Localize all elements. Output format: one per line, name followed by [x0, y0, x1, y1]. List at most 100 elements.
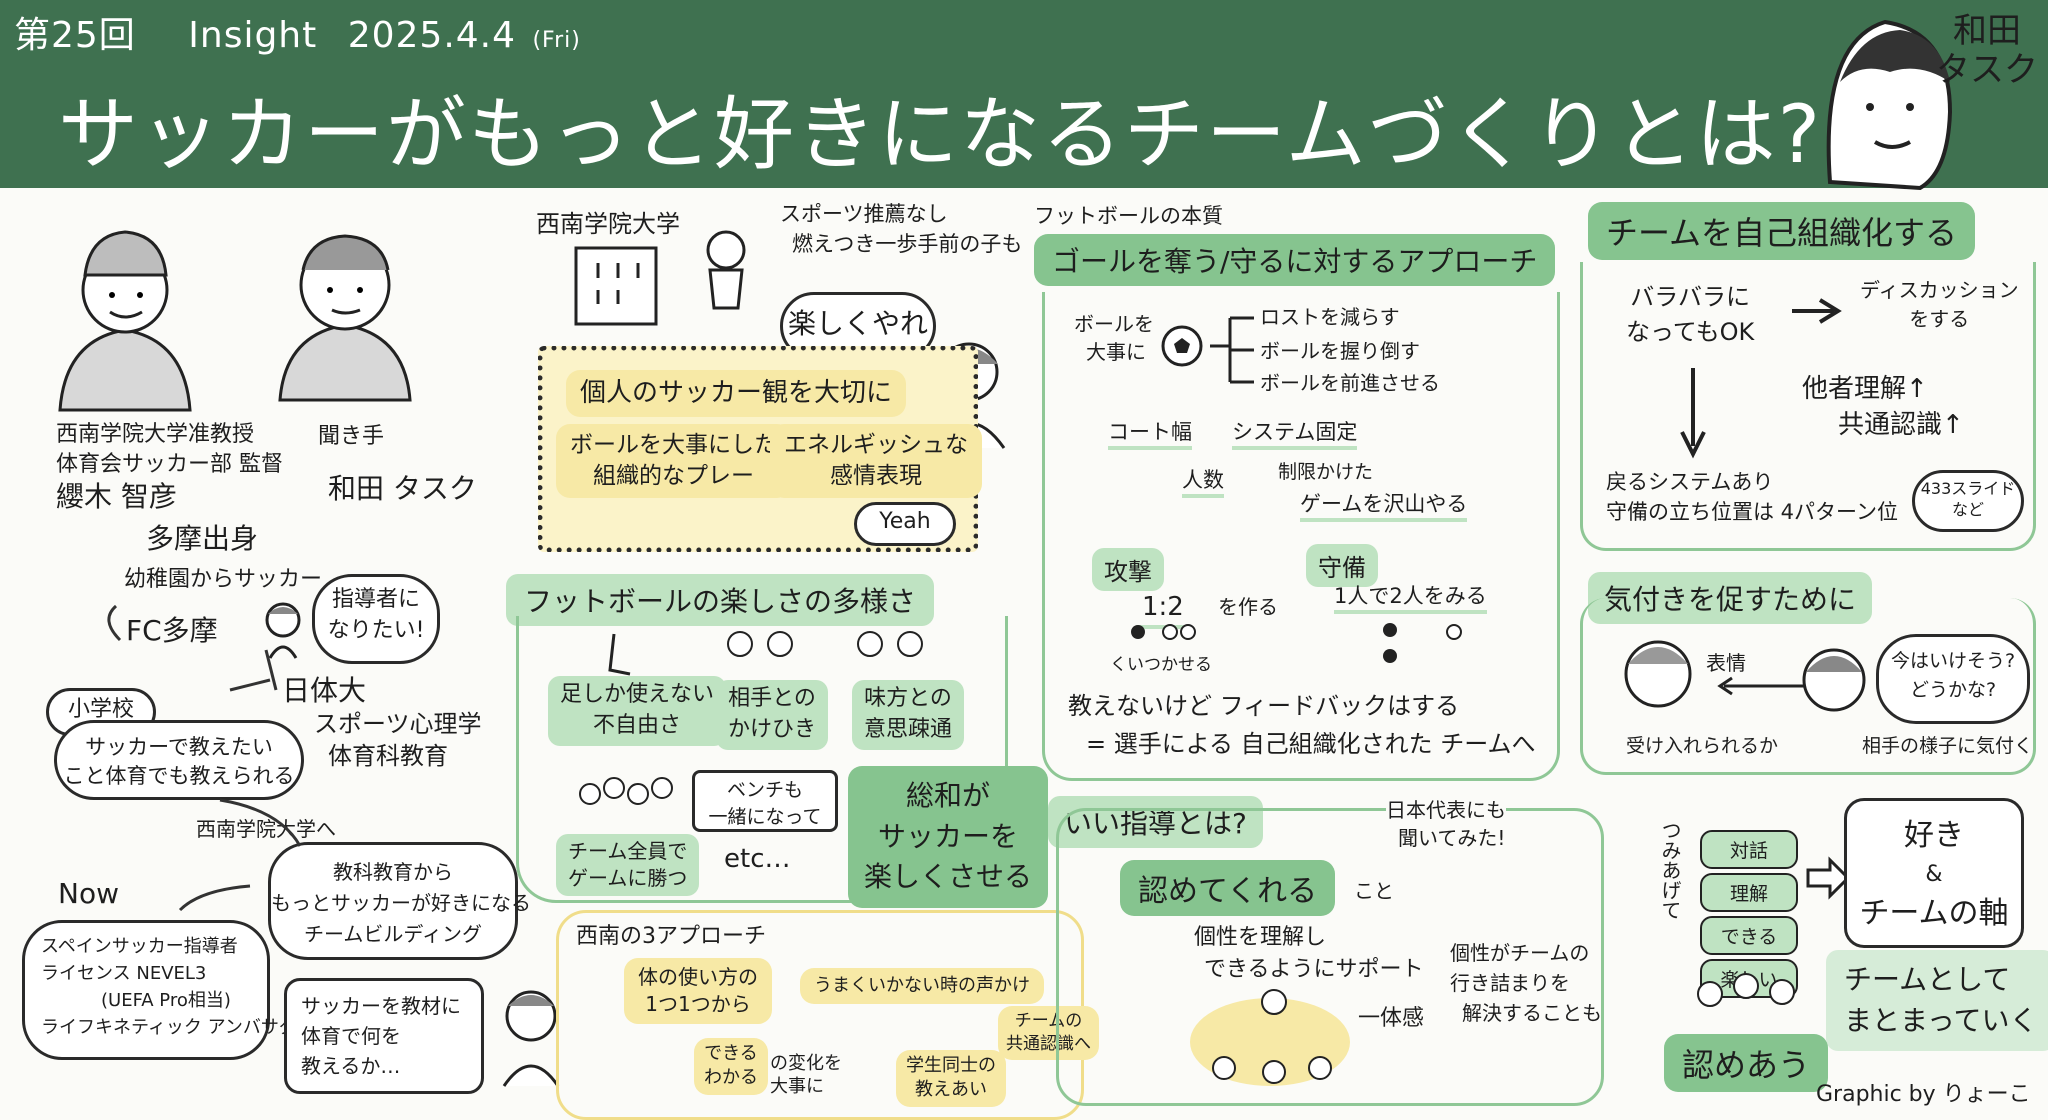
bio-now-label: Now	[58, 877, 119, 910]
student-figure	[706, 230, 746, 310]
result-like-box: 好き & チームの軸	[1844, 798, 2024, 948]
speaker2-role: 聞き手	[318, 424, 385, 449]
awareness-title: 気付きを促すために	[1588, 572, 1873, 624]
speaker1-role: 体育会サッカー部 監督	[56, 452, 283, 477]
bubble-coach: 指導者になりたい!	[312, 574, 440, 664]
bio-kid-figure	[265, 602, 301, 659]
approach-a2: うまくいかない時の声かけ	[800, 968, 1044, 1005]
essence-defense-ratio: 1人で2人をみる	[1334, 582, 1487, 615]
speaker1-portrait	[58, 230, 192, 412]
diversity-summary: 総和が サッカーを 楽しくさせる	[848, 766, 1049, 908]
speaker2-portrait	[278, 234, 412, 402]
essence-title: ゴールを奪う/守るに対するアプローチ	[1034, 234, 1556, 286]
self-org-frame	[1580, 262, 2036, 551]
self-org-scatter: バラバラに なってもOK	[1626, 283, 1755, 346]
bio-fc: FC多摩	[126, 614, 218, 647]
author-portrait	[1826, 19, 1953, 191]
recommend-line1: スポーツ推薦なし	[780, 202, 948, 226]
soccer-ball-icon	[1161, 325, 1203, 367]
essence-limit: 制限かけた	[1278, 461, 1374, 483]
branch-advance: ボールを前進させる	[1260, 371, 1440, 395]
diversity-item1: 足しか使えない 不自由さ	[548, 676, 727, 746]
result-stack-item: 理解	[1700, 873, 1798, 912]
arrow-right-icon	[1792, 298, 1842, 324]
essence-attack-suffix: を作る	[1218, 595, 1278, 619]
slide-bubble: 433スライド など	[1912, 470, 2024, 532]
yeah-bubble: Yeah	[854, 502, 956, 546]
coaching-frame	[1056, 808, 1604, 1106]
essence-court: コート幅	[1108, 418, 1192, 451]
speaker1-name: 纓木 智彦	[56, 480, 177, 513]
arrow-down-icon	[1680, 368, 1706, 459]
recommend-line2: 燃えつき一歩手前の子も	[792, 232, 1023, 256]
bio-teach-bubble: サッカーで教えたい こと体育でも教えられる	[54, 720, 304, 800]
diversity-item2: 相手との かけひき	[716, 680, 829, 750]
bio-sports-psych: スポーツ心理学	[314, 710, 482, 738]
approach-a1: 体の使い方の 1つ1つから	[624, 958, 772, 1024]
bio-origin: 多摩出身	[146, 522, 259, 555]
bio-to-seinan: 西南学院大学へ	[196, 817, 336, 841]
essence-label: フットボールの本質	[1034, 204, 1223, 228]
event-date: 2025.4.4	[347, 15, 517, 56]
episode-label: 第25回	[14, 15, 136, 56]
author-name: 和田 タスク	[1936, 11, 2038, 91]
approach-a3: できる わかる	[694, 1038, 768, 1095]
bench-box: ベンチも 一緒になって	[692, 770, 838, 832]
awareness-frame	[1580, 598, 2036, 775]
event-day: (Fri)	[532, 28, 581, 53]
branch-hold: ボールを握り倒す	[1260, 339, 1420, 363]
graphic-credit: Graphic by りょーこ	[1816, 1082, 2031, 1107]
approach-a5: チームの 共通認識へ	[998, 1006, 1099, 1060]
result-stack-item: できる	[1700, 916, 1798, 955]
coaching-koto: こと	[1354, 879, 1394, 903]
building-icon	[574, 246, 658, 326]
essence-attack: 攻撃	[1092, 548, 1164, 591]
approach-a3-suffix: の変化を 大事に	[770, 1053, 842, 1098]
bio-pe-education: 体育科教育	[328, 742, 448, 770]
awareness-expression: 表情	[1706, 651, 1746, 675]
tactic-figures	[1131, 623, 1462, 663]
result-arrow-icon	[1806, 856, 1851, 900]
coaching-national: 日本代表にも 聞いてみた!	[1386, 796, 1506, 852]
diversity-item4: チーム全員で ゲームに勝つ	[556, 834, 700, 896]
awareness-bubble: 今はいけそう? どうかな?	[1876, 634, 2030, 724]
self-org-title: チームを自己組織化する	[1588, 202, 1976, 260]
header-banner: 第25回 Insight 2025.4.4 (Fri) サッカーがもっと好きにな…	[0, 0, 2048, 188]
value-left: ボールを大事にした 組織的なプレー	[556, 424, 791, 499]
self-org-return: 戻るシステムあり	[1606, 470, 1774, 494]
event-name: Insight	[188, 15, 318, 56]
speaker1-title: 西南学院大学准教授	[56, 422, 255, 447]
essence-conclusion: = 選手による 自己組織化された チームへ	[1086, 730, 1536, 758]
coaching-solve: 個性がチームの 行き詰まりを 解決することも	[1450, 941, 1602, 1025]
speaker2-name: 和田 タスク	[328, 472, 477, 505]
diversity-title: フットボールの楽しさの多様さ	[506, 574, 935, 626]
result-team-figures	[1697, 973, 1795, 1007]
coaching-unity: 一体感	[1358, 1006, 1425, 1031]
bio-license-cloud: スペインサッカー指導者 ライセンス NEVEL3 (UEFA Pro相当) ライ…	[22, 920, 315, 1060]
essence-games: ゲームを沢山やる	[1300, 490, 1468, 523]
self-org-positions: 守備の立ち位置は 4パターン位	[1606, 500, 1898, 524]
diversity-figures	[579, 631, 923, 805]
bio-thinking-figure	[502, 990, 560, 1087]
result-stack-item: 対話	[1700, 830, 1798, 869]
diversity-etc: etc…	[724, 844, 791, 874]
value-right: エネルギッシュな 感情表現	[770, 424, 982, 499]
bio-question-box: サッカーを教材に 体育で何を 教えるか…	[284, 978, 484, 1094]
essence-attack-ratio: 1:2	[1136, 590, 1190, 630]
self-org-understand: 他者理解↑	[1802, 374, 1928, 404]
result-together: チームとして まとまっていく	[1826, 950, 2048, 1052]
coaching-group-figures	[1190, 989, 1350, 1086]
bio-cloud-teambuilding: 教科教育から もっとサッカーが好きになる チームビルディング	[268, 842, 531, 960]
seinan-univ-label: 西南学院大学	[536, 210, 680, 238]
page-title: サッカーがもっと好きになるチームづくりとは?	[58, 88, 1823, 181]
essence-frame	[1042, 292, 1560, 781]
bio-university: 日体大	[282, 674, 367, 707]
branch-lost: ロストを減らす	[1260, 305, 1400, 329]
awareness-accept: 受け入れられるか	[1626, 735, 1779, 757]
diversity-frame	[516, 616, 1008, 903]
essence-defense: 守備	[1306, 544, 1378, 587]
branch-lines	[1210, 316, 1254, 384]
essence-attack-note: くいつかせる	[1110, 655, 1212, 675]
essence-ball-label: ボールを 大事に	[1074, 312, 1154, 364]
